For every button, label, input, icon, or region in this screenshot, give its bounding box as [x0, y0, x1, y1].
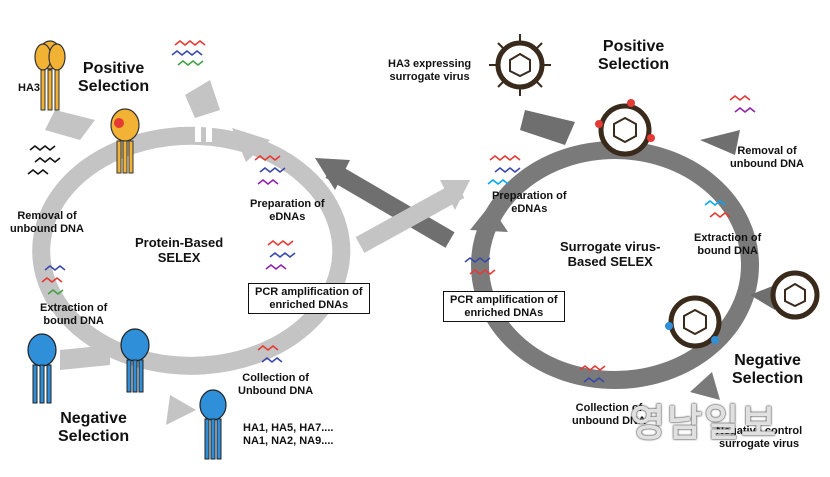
right-center-label: Surrogate virus- Based SELEX — [560, 239, 661, 269]
connector-arrows — [315, 158, 470, 253]
side-arrows — [45, 80, 775, 370]
right-positive-selection-label: Positive Selection — [598, 38, 670, 74]
negative-virus-icon — [770, 270, 820, 320]
blue-protein-bound-icon — [120, 328, 150, 393]
virus-label: HA3 expressing surrogate virus — [388, 58, 472, 83]
right-pcr-box: PCR amplification of enriched DNAs — [443, 291, 565, 323]
blue-protein-counter-icon — [199, 389, 227, 460]
virus-icon — [489, 34, 551, 96]
left-preparation-label: Preparation of eDNAs — [250, 198, 325, 223]
left-extraction-label: Extraction of bound DNA — [40, 302, 108, 327]
left-positive-selection-label: Positive Selection — [78, 60, 150, 96]
right-selex-loop — [470, 141, 759, 400]
watermark-logo: 영남일보 — [630, 401, 778, 445]
left-collection-label: Collection of Unbound DNA — [238, 372, 314, 397]
right-collection-label: Collection of unbound DNA — [572, 402, 646, 427]
blue-protein-icon — [27, 333, 57, 404]
right-removal-label: Removal of unbound DNA — [730, 145, 804, 170]
left-center-label: Protein-Based SELEX — [135, 235, 224, 265]
right-extraction-label: Extraction of bound DNA — [694, 232, 762, 257]
right-negative-selection-label: Negative Selection — [732, 352, 804, 388]
ha3-label: HA3 — [18, 82, 41, 94]
left-negative-selection-label: Negative Selection — [58, 410, 130, 446]
ha3-bound-icon — [110, 108, 140, 174]
left-removal-label: Removal of unbound DNA — [10, 210, 84, 235]
counter-targets-label: HA1, HA5, HA7.... NA1, NA2, NA9.... — [243, 422, 334, 447]
negative-control-label: Negative control surrogate virus — [716, 425, 803, 450]
virus-bound-icon — [595, 99, 655, 157]
left-pcr-box: PCR amplification of enriched DNAs — [248, 283, 370, 315]
negative-virus-bound-icon — [665, 295, 722, 349]
right-preparation-label: Preparation of eDNAs — [492, 190, 567, 215]
ha3-protein-icon — [34, 40, 66, 111]
dna-strands-icon — [27, 39, 756, 384]
